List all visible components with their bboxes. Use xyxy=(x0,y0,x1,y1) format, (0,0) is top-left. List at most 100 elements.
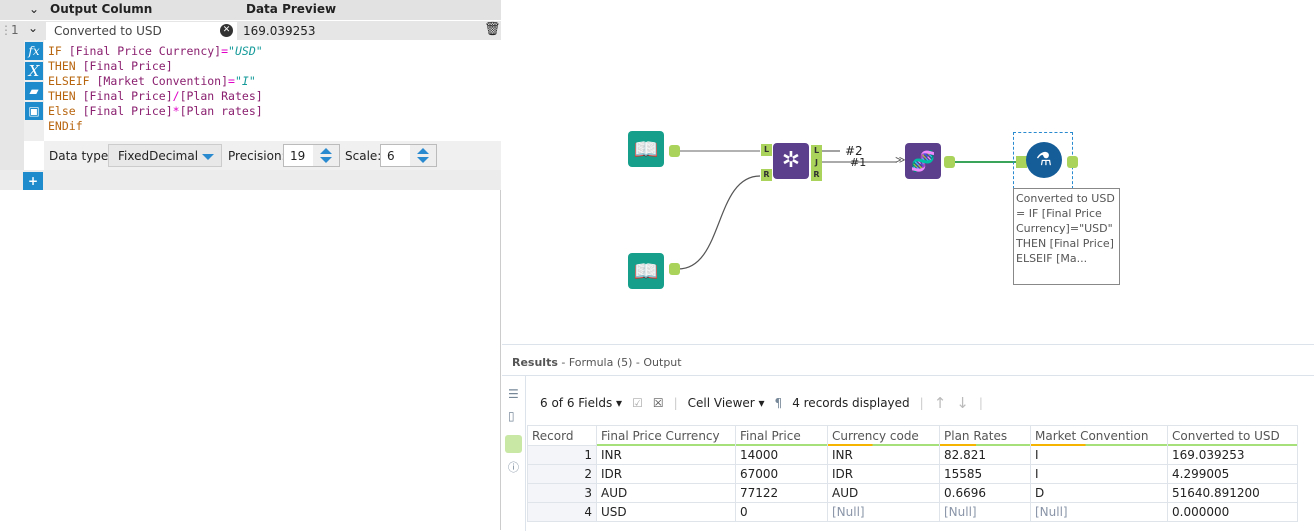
join-right-output-anchor[interactable]: R xyxy=(811,169,822,181)
table-cell[interactable]: IDR xyxy=(596,464,736,484)
join-right-input-anchor[interactable]: R xyxy=(761,169,772,181)
column-header[interactable]: Currency code xyxy=(827,425,940,446)
table-cell[interactable]: 14000 xyxy=(735,445,828,465)
formula-editor[interactable]: IF [Final Price Currency]="USD"THEN [Fin… xyxy=(44,40,501,141)
check-all-icon[interactable]: ☑ xyxy=(632,396,643,410)
output-anchor[interactable] xyxy=(944,156,955,168)
drag-handle-icon[interactable]: ⋮ xyxy=(0,23,12,37)
table-cell[interactable]: 77122 xyxy=(735,483,828,503)
add-row: + xyxy=(0,170,501,190)
scale-value: 6 xyxy=(387,149,395,163)
input-data-tool-icon[interactable]: 📖 xyxy=(628,131,664,167)
table-cell[interactable]: AUD xyxy=(827,483,940,503)
help-icon[interactable]: ⓘ xyxy=(508,461,519,474)
clear-icon[interactable]: ✕ xyxy=(220,24,233,37)
collapse-all-chevron-icon[interactable]: ⌄ xyxy=(29,2,40,16)
data-type-dropdown[interactable]: FixedDecimal xyxy=(108,144,222,167)
table-cell[interactable]: 3 xyxy=(527,483,597,503)
table-cell[interactable]: [Null] xyxy=(939,502,1031,522)
metadata-icon[interactable]: ▯ xyxy=(508,409,515,423)
table-cell[interactable]: I xyxy=(1030,464,1168,484)
table-cell[interactable]: 0.6696 xyxy=(939,483,1031,503)
table-cell[interactable]: AUD xyxy=(596,483,736,503)
join-join-output-anchor[interactable]: J xyxy=(811,157,822,169)
precision-stepper[interactable]: 19 xyxy=(283,144,340,167)
input-data-tool-icon[interactable]: 📖 xyxy=(628,253,664,289)
table-cell[interactable]: INR xyxy=(596,445,736,465)
fields-dropdown[interactable]: 6 of 6 Fields ▾ xyxy=(540,396,623,410)
data-preview-header: Data Preview xyxy=(246,2,337,16)
column-header[interactable]: Market Convention xyxy=(1030,425,1168,446)
row-chevron-icon[interactable]: ⌄ xyxy=(28,21,39,35)
uncheck-all-icon[interactable]: ☒ xyxy=(652,396,664,410)
output-anchor[interactable] xyxy=(669,263,680,275)
pilcrow-icon[interactable]: ¶ xyxy=(774,396,783,410)
data-view-icon[interactable] xyxy=(505,435,522,453)
table-cell[interactable]: IDR xyxy=(827,464,940,484)
results-heading: Results xyxy=(512,356,558,369)
output-column-input[interactable]: Converted to USD xyxy=(46,22,237,40)
table-cell[interactable]: 0 xyxy=(735,502,828,522)
column-header[interactable]: Converted to USD xyxy=(1167,425,1298,446)
join-left-input-anchor[interactable]: L xyxy=(761,144,772,156)
annotation-line: Currency]="USD" xyxy=(1016,222,1113,235)
table-cell[interactable]: 15585 xyxy=(939,464,1031,484)
input-anchor[interactable] xyxy=(1016,156,1027,168)
trash-icon[interactable]: 🗑 xyxy=(484,22,501,37)
table-cell[interactable]: 67000 xyxy=(735,464,828,484)
column-header[interactable]: Record xyxy=(527,425,597,446)
table-cell[interactable]: 1 xyxy=(527,445,597,465)
list-icon[interactable]: ☰ xyxy=(508,387,519,401)
cell-viewer-dropdown[interactable]: Cell Viewer ▾ xyxy=(687,396,765,410)
open-folder-icon[interactable]: ▰ xyxy=(25,82,43,100)
table-cell[interactable]: 4 xyxy=(527,502,597,522)
arrow-down-icon[interactable]: ↓ xyxy=(956,394,969,412)
join-tool-icon[interactable]: ✲ xyxy=(773,143,809,179)
connection-label: #2 xyxy=(845,144,863,158)
expression-row[interactable]: ⋮ 1 ⌄ Converted to USD ✕ 169.039253 🗑 xyxy=(0,20,501,40)
function-icon[interactable]: fx xyxy=(25,42,43,60)
output-anchor[interactable] xyxy=(669,145,680,157)
column-header[interactable]: Final Price xyxy=(735,425,828,446)
workflow-canvas[interactable]: 📖 📖 L R ✲ L J R #2 #1 ≫ 🧬 ⚗ Converted to… xyxy=(502,0,1314,344)
dna-tool-icon[interactable]: 🧬 xyxy=(905,143,941,179)
formula-token: Else xyxy=(48,104,83,118)
table-cell[interactable]: [Null] xyxy=(1030,502,1168,522)
save-icon[interactable]: ▣ xyxy=(25,102,43,120)
output-column-value: Converted to USD xyxy=(54,24,162,38)
annotation-line: = IF [Final Price xyxy=(1016,207,1102,220)
formula-token: / xyxy=(172,89,180,103)
scale-stepper[interactable]: 6 xyxy=(380,144,437,167)
column-header[interactable]: Final Price Currency xyxy=(596,425,736,446)
table-cell[interactable]: I xyxy=(1030,445,1168,465)
formula-token: [Plan rates] xyxy=(179,104,263,118)
table-cell[interactable]: 4.299005 xyxy=(1167,464,1298,484)
arrow-up-icon[interactable]: ↑ xyxy=(933,394,947,412)
table-cell[interactable]: 82.821 xyxy=(939,445,1031,465)
annotation-line: Converted to USD xyxy=(1016,192,1115,205)
connections xyxy=(677,150,1017,270)
table-cell[interactable]: D xyxy=(1030,483,1168,503)
data-preview-value: 169.039253 xyxy=(243,24,316,38)
spin-arrows-icon[interactable] xyxy=(313,145,339,166)
column-header[interactable]: Plan Rates xyxy=(939,425,1031,446)
formula-token: [Final Price] xyxy=(82,104,173,118)
table-cell[interactable]: 51640.891200 xyxy=(1167,483,1298,503)
add-expression-button[interactable]: + xyxy=(23,172,43,190)
table-cell[interactable]: USD xyxy=(596,502,736,522)
table-cell[interactable]: 0.000000 xyxy=(1167,502,1298,522)
table-cell[interactable]: [Null] xyxy=(827,502,940,522)
variable-icon[interactable]: X xyxy=(25,62,43,80)
join-left-output-anchor[interactable]: L xyxy=(811,145,822,157)
formula-token: [Final Price] xyxy=(82,59,173,73)
output-anchor[interactable] xyxy=(1067,156,1078,168)
formula-tool-icon[interactable]: ⚗ xyxy=(1026,142,1062,178)
table-cell[interactable]: 169.039253 xyxy=(1167,445,1298,465)
table-cell[interactable]: 2 xyxy=(527,464,597,484)
table-cell[interactable]: INR xyxy=(827,445,940,465)
spin-arrows-icon[interactable] xyxy=(410,145,436,166)
